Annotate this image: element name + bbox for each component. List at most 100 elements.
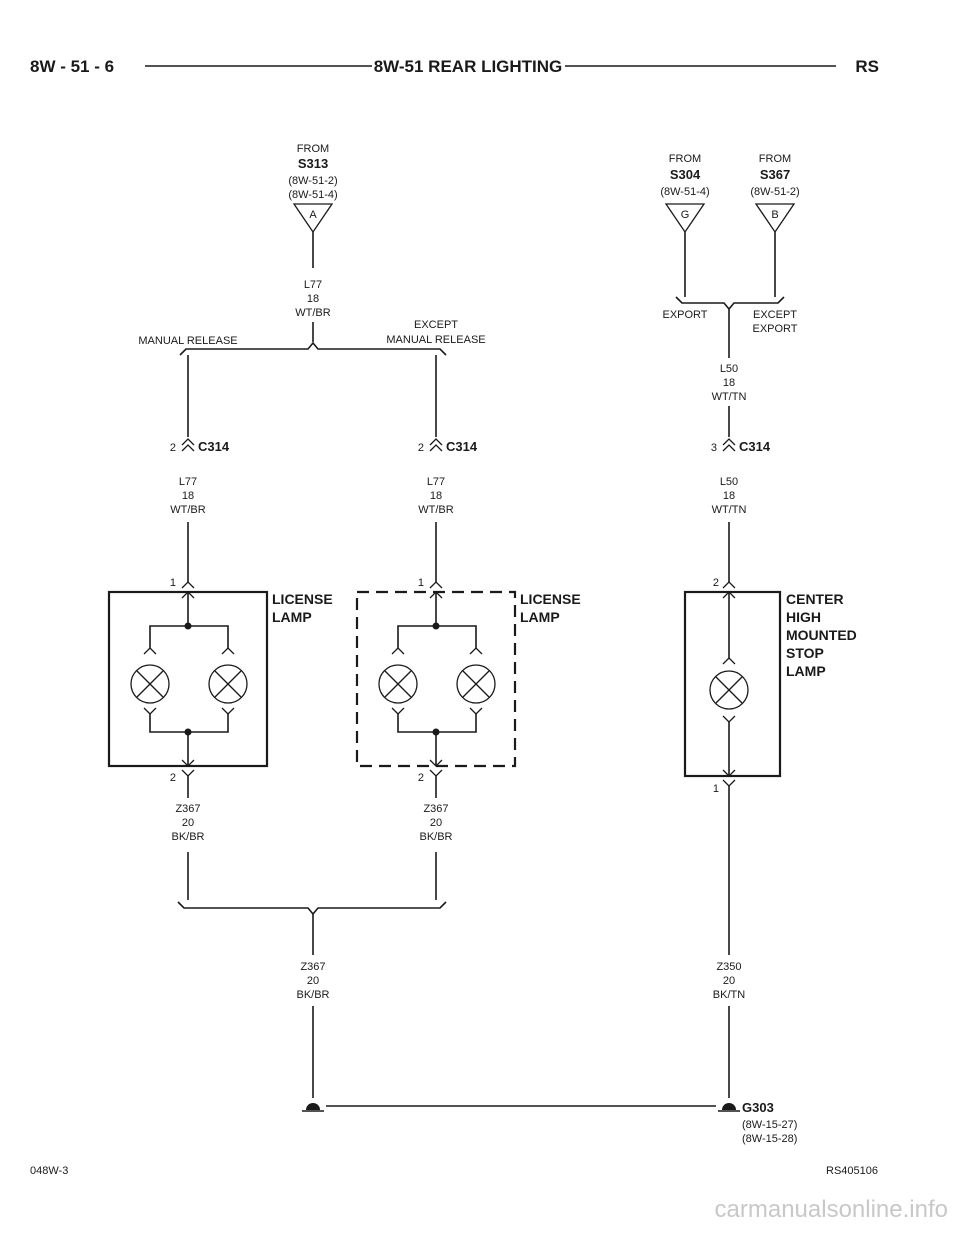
pin-number: 2: [713, 577, 719, 589]
connector-chevron-icon: [143, 707, 235, 715]
splice-id: S367: [760, 167, 790, 182]
bulb-icon: [208, 664, 248, 704]
connector-chevron-icon: [429, 759, 443, 767]
connector-c314-left: 2 C314: [170, 438, 230, 454]
wire-circuit: L77: [427, 476, 445, 488]
footer-figure-id: 048W-3: [30, 1165, 68, 1177]
wire-color: BK/BR: [296, 989, 329, 1001]
wire-circuit: Z367: [175, 803, 200, 815]
option-except-export-line2: EXPORT: [752, 323, 797, 335]
wire-gauge: 20: [182, 817, 194, 829]
component-name: LICENSE: [520, 591, 581, 607]
splice-ref: (8W-51-2): [750, 186, 799, 198]
branch-line: [177, 901, 447, 916]
connector-chevron-icon: [181, 769, 195, 777]
wire-color: BK/BR: [171, 831, 204, 843]
wire-label-l77-top: L77 18 WT/BR: [295, 279, 330, 319]
component-name: LICENSE: [272, 591, 333, 607]
splice-triangle-icon: [754, 203, 796, 234]
connector-chevron-icon: [391, 647, 483, 655]
pin-number: 2: [418, 772, 424, 784]
ground-ref: (8W-15-28): [742, 1133, 797, 1145]
splice-ref: (8W-51-2): [288, 175, 337, 187]
wire-circuit: L50: [720, 363, 738, 375]
connector-pin: 3: [711, 442, 717, 454]
wire-gauge: 20: [307, 975, 319, 987]
ground-g303: G303 (8W-15-27) (8W-15-28): [302, 1100, 797, 1145]
splice-from-label: FROM: [669, 153, 701, 165]
component-name: LAMP: [272, 609, 312, 625]
splice-id: S304: [670, 167, 701, 182]
splice-pin: G: [681, 209, 690, 221]
center-high-mounted-stop-lamp: 2 CENTER HIGH MOUNTED STOP LAMP 1: [683, 577, 857, 795]
connector-pin: 2: [170, 442, 176, 454]
ground-id: G303: [742, 1100, 774, 1115]
header-section-code: RS: [855, 57, 879, 76]
connector-chevron-icon: [429, 438, 443, 452]
bulb-icon: [130, 664, 170, 704]
branch-line: [179, 341, 447, 356]
footer-doc-id: RS405106: [826, 1165, 878, 1177]
wire-circuit: L50: [720, 476, 738, 488]
wire-gauge: 18: [182, 490, 194, 502]
wire-label-l50-bot: L50 18 WT/TN: [712, 476, 747, 516]
connector-chevron-icon: [722, 769, 736, 777]
wire-gauge: 18: [723, 377, 735, 389]
component-name: HIGH: [786, 609, 821, 625]
splice-pin: A: [309, 209, 317, 221]
option-branch-export: EXPORT EXCEPT EXPORT: [662, 296, 798, 335]
connector-c314-mid: 2 C314: [418, 438, 478, 454]
branch-line: [675, 296, 785, 311]
splice-s313: FROM S313 (8W-51-2) (8W-51-4) A: [288, 143, 338, 234]
wire-color: WT/TN: [712, 391, 747, 403]
wire-gauge: 20: [430, 817, 442, 829]
wire-label-z367-mid: Z367 20 BK/BR: [419, 803, 452, 843]
connector-chevron-icon: [391, 707, 483, 715]
connector-id: C314: [446, 439, 478, 454]
header-page-number: 8W - 51 - 6: [30, 57, 114, 76]
wire-label-l77-mid: L77 18 WT/BR: [418, 476, 453, 516]
component-name: LAMP: [520, 609, 560, 625]
splice-triangle-icon: [664, 203, 706, 234]
wire-gauge: 18: [430, 490, 442, 502]
component-name: MOUNTED: [786, 627, 857, 643]
connector-id: C314: [198, 439, 230, 454]
connector-chevron-icon: [429, 581, 443, 589]
splice-ref: (8W-51-4): [660, 186, 709, 198]
wire-segment: [149, 625, 229, 648]
connector-pin: 2: [418, 442, 424, 454]
wire-color: WT/BR: [170, 504, 205, 516]
connector-chevron-icon: [722, 581, 736, 589]
ground-icon: [722, 1103, 736, 1110]
wire-circuit: Z367: [423, 803, 448, 815]
option-manual-release: MANUAL RELEASE: [138, 335, 237, 347]
connector-chevron-icon: [181, 759, 195, 767]
wire-gauge: 20: [723, 975, 735, 987]
splice-pin: B: [771, 209, 778, 221]
wire-color: BK/BR: [419, 831, 452, 843]
connector-chevron-icon: [181, 581, 195, 589]
connector-chevron-icon: [722, 779, 736, 787]
bulb-icon: [378, 664, 418, 704]
connector-chevron-icon: [181, 438, 195, 452]
wire-label-z350: Z350 20 BK/TN: [713, 961, 745, 1001]
wire-color: WT/BR: [295, 307, 330, 319]
connector-chevron-icon: [429, 769, 443, 777]
wire-label-l50-top: L50 18 WT/TN: [712, 363, 747, 403]
splice-triangle-icon: [292, 203, 334, 234]
splice-id: S313: [298, 156, 328, 171]
ground-icon: [306, 1103, 320, 1110]
splice-from-label: FROM: [759, 153, 791, 165]
pin-number: 1: [713, 783, 719, 795]
wire-color: WT/BR: [418, 504, 453, 516]
splice-s367: FROM S367 (8W-51-2) B: [750, 153, 800, 234]
connector-chevron-icon: [143, 647, 235, 655]
wire-gauge: 18: [307, 293, 319, 305]
ground-ref: (8W-15-27): [742, 1119, 797, 1131]
wire-color: WT/TN: [712, 504, 747, 516]
bulb-icon: [709, 670, 749, 710]
wire-circuit: Z350: [716, 961, 741, 973]
option-export: EXPORT: [662, 309, 707, 321]
page-header: 8W - 51 - 6 8W-51 REAR LIGHTING RS: [30, 57, 879, 76]
